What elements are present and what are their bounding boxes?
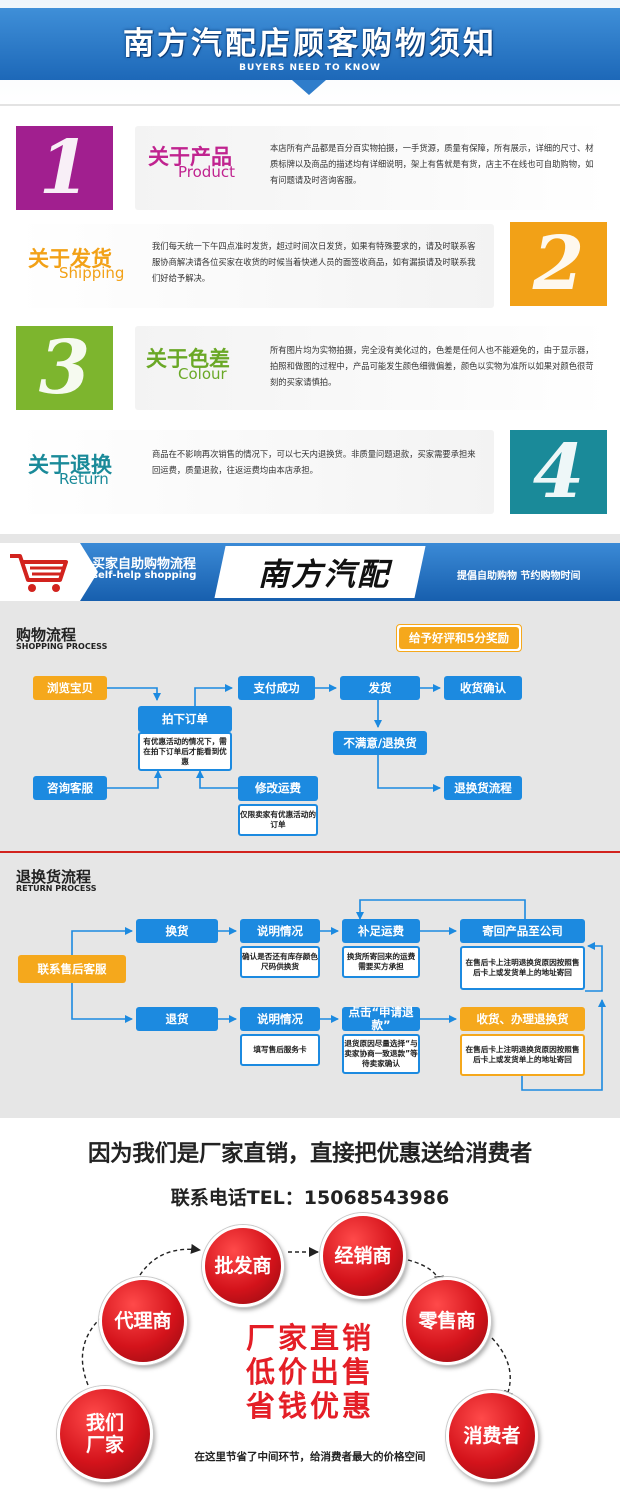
step-pay[interactable]: 支付成功 bbox=[238, 676, 315, 700]
node-wholesaler-label: 批发商 bbox=[214, 1255, 272, 1277]
step-return-flow[interactable]: 退换货流程 bbox=[444, 776, 522, 800]
step-confirm-receipt[interactable]: 收货确认 bbox=[444, 676, 522, 700]
notice-title-colour-en: Colour bbox=[178, 365, 227, 383]
node-agent-label: 代理商 bbox=[114, 1310, 172, 1332]
cart-tile-arrow bbox=[80, 543, 98, 601]
node-consumer: 消费者 bbox=[446, 1390, 538, 1482]
step-exchange[interactable]: 换货 bbox=[136, 919, 218, 943]
notice-title: 南方汽配店顾客购物须知 bbox=[123, 26, 497, 62]
reward-badge: 给予好评和5分奖励 bbox=[396, 624, 522, 652]
flow-banner-slogan: 提倡自助购物 节约购物时间 bbox=[457, 571, 581, 582]
node-factory-label: 我们厂家 bbox=[85, 1412, 124, 1456]
shopping-cart-icon bbox=[10, 554, 68, 592]
notice-subtitle: BUYERS NEED TO KNOW bbox=[239, 63, 381, 73]
notice-title-return: 关于退换 bbox=[28, 453, 112, 477]
notice-desc-colour: 所有图片均为实物拍摄，完全没有美化过的，色差是任何人也不能避免的，由于显示器，拍… bbox=[270, 345, 594, 387]
number-tile-1: 1 bbox=[16, 125, 113, 211]
step-receive-process[interactable]: 收货、办理退换货 bbox=[460, 1007, 585, 1031]
notice-desc-product: 本店所有产品都是百分百实物拍摄，一手货源，质量有保障，所有展示，详细的尺寸、材质… bbox=[270, 143, 594, 185]
return-heading-en: RETURN PROCESS bbox=[16, 884, 97, 893]
explain-exchange-note: 确认是否还有库存颜色尺码供换货 bbox=[240, 946, 320, 978]
step-place-order[interactable]: 拍下订单 bbox=[138, 706, 232, 732]
notice-title-return-en: Return bbox=[59, 470, 109, 488]
reward-badge-label: 给予好评和5分奖励 bbox=[399, 627, 519, 649]
center-slogan-line-1: 厂家直销 bbox=[245, 1321, 374, 1355]
send-back-note: 在售后卡上注明退换货原因按照售后卡上或发货单上的地址寄回 bbox=[460, 946, 585, 990]
factory-slogan: 因为我们是厂家直销，直接把优惠送给消费者 bbox=[87, 1141, 532, 1167]
step-apply-refund[interactable]: 点击“申请退款” bbox=[342, 1006, 420, 1032]
contact-phone: 联系电话TEL：15068543986 bbox=[170, 1187, 450, 1209]
step-modify-fee[interactable]: 修改运费 bbox=[238, 776, 318, 801]
notice-card-product bbox=[135, 126, 610, 210]
flow-banner-title-en: self-help shopping bbox=[92, 570, 197, 581]
notice-title-product-en: Product bbox=[178, 163, 235, 181]
apply-refund-note: 退货原因尽量选择“与卖家协商一致退款”等待卖家确认 bbox=[342, 1034, 420, 1074]
number-tile-2: 2 bbox=[510, 221, 607, 307]
step-unsatisfied[interactable]: 不满意/退换货 bbox=[333, 731, 427, 755]
number-4: 4 bbox=[532, 429, 585, 515]
node-consumer-label: 消费者 bbox=[463, 1425, 521, 1447]
notice-title-colour: 关于色差 bbox=[146, 347, 230, 371]
explain-refund-note: 填写售后服务卡 bbox=[240, 1034, 320, 1066]
node-agent: 代理商 bbox=[99, 1277, 187, 1365]
notice-header-band bbox=[0, 8, 620, 80]
notice-card-shipping bbox=[16, 224, 494, 308]
flow-connectors bbox=[71, 684, 606, 1091]
notice-desc-return: 商品在不影响再次销售的情况下，可以七天内退换货。非质量问题退款，买家需要承担来回… bbox=[152, 449, 476, 475]
shopping-heading: 购物流程 bbox=[16, 626, 77, 644]
step-explain-exchange[interactable]: 说明情况 bbox=[240, 919, 320, 943]
number-tile-3: 3 bbox=[16, 325, 113, 411]
pay-shipping-note: 换货所寄回来的运费需要买方承担 bbox=[342, 946, 420, 978]
number-tile-4: 4 bbox=[510, 429, 607, 515]
center-slogan: 厂家直销 低价出售 省钱优惠 bbox=[205, 1321, 415, 1423]
step-send-back[interactable]: 寄回产品至公司 bbox=[460, 919, 585, 943]
node-wholesaler: 批发商 bbox=[202, 1225, 284, 1307]
step-consult[interactable]: 咨询客服 bbox=[33, 776, 107, 800]
return-heading: 退换货流程 bbox=[16, 868, 92, 886]
shopping-heading-en: SHOPPING PROCESS bbox=[16, 642, 108, 651]
step-pay-shipping[interactable]: 补足运费 bbox=[342, 919, 420, 943]
notice-card-return bbox=[16, 430, 494, 514]
node-retailer-label: 零售商 bbox=[418, 1310, 476, 1332]
notice-title-product: 关于产品 bbox=[148, 145, 232, 169]
flow-banner-title: 买家自助购物流程 bbox=[92, 557, 197, 572]
number-2: 2 bbox=[532, 221, 585, 307]
notice-desc-shipping: 我们每天统一下午四点准时发货，超过时间次日发货，如果有特殊要求的，请及时联系客服… bbox=[152, 241, 476, 283]
node-distributor: 经销商 bbox=[320, 1213, 406, 1299]
step-contact-aftersales[interactable]: 联系售后客服 bbox=[18, 955, 126, 983]
modify-fee-note: 仅限卖家有优惠活动的订单 bbox=[238, 804, 318, 836]
notice-card-colour bbox=[135, 326, 610, 410]
cart-tile bbox=[0, 543, 80, 601]
notice-title-shipping: 关于发货 bbox=[28, 247, 112, 271]
center-slogan-line-2: 低价出售 bbox=[245, 1355, 374, 1389]
flow-banner-brand: 南方汽配 bbox=[258, 557, 390, 593]
savings-note: 在这里节省了中间环节，给消费者最大的价格空间 bbox=[194, 1451, 426, 1463]
header-divider bbox=[0, 104, 620, 106]
header-down-arrow-icon bbox=[292, 80, 326, 95]
node-distributor-label: 经销商 bbox=[334, 1245, 392, 1267]
step-refund[interactable]: 退货 bbox=[136, 1007, 218, 1031]
node-factory: 我们厂家 bbox=[57, 1386, 153, 1482]
number-1: 1 bbox=[38, 125, 91, 211]
notice-title-shipping-en: Shipping bbox=[59, 264, 125, 282]
step-browse[interactable]: 浏览宝贝 bbox=[33, 676, 107, 700]
section-divider bbox=[0, 851, 620, 853]
step-ship[interactable]: 发货 bbox=[340, 676, 420, 700]
order-note: 有优惠活动的情况下，需在拍下订单后才能看到优惠 bbox=[138, 732, 232, 771]
node-retailer: 零售商 bbox=[403, 1277, 491, 1365]
number-3: 3 bbox=[38, 325, 91, 411]
center-slogan-line-3: 省钱优惠 bbox=[245, 1389, 374, 1423]
step-explain-refund[interactable]: 说明情况 bbox=[240, 1007, 320, 1031]
receive-process-note: 在售后卡上注明退换货原因按照售后卡上或发货单上的地址寄回 bbox=[460, 1034, 585, 1076]
supply-chain-arrows bbox=[81, 1243, 514, 1401]
